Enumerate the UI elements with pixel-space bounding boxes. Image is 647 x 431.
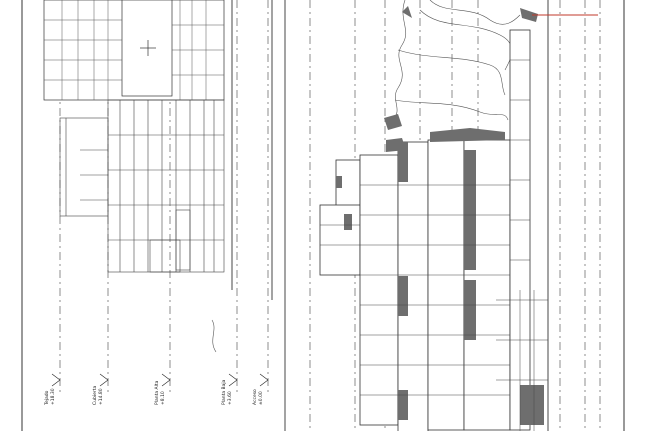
- level-label-planta-baja: Planta Baja +3.60: [221, 379, 233, 405]
- level-label-planta-alta: Planta Alta +8.10: [154, 380, 166, 405]
- level-value: +18.30: [50, 388, 56, 405]
- level-label-acceso: Acceso ±0.00: [252, 389, 264, 405]
- level-markers: [51, 373, 269, 387]
- terrain-outline: [211, 0, 521, 353]
- curtain-wall-grid: [44, 0, 224, 100]
- level-lines: [59, 0, 601, 431]
- level-name: Planta Alta: [154, 380, 160, 405]
- sheet-border: [21, 0, 625, 431]
- building-outline: [319, 29, 531, 431]
- level-name: Tejado: [44, 390, 50, 406]
- level-name: Cubierta: [92, 386, 98, 405]
- left-balcony: [59, 117, 191, 273]
- level-label-cubierta: Cubierta +14.80: [92, 386, 104, 405]
- level-name: Acceso: [252, 389, 258, 405]
- level-value: +3.60: [227, 391, 233, 405]
- level-value: ±0.00: [258, 391, 264, 405]
- building-floor-lines: [320, 59, 548, 431]
- building-shading: [336, 128, 544, 425]
- level-name: Planta Baja: [221, 379, 227, 405]
- terrain-shading: [384, 6, 538, 130]
- level-label-tejado: Tejado +18.30: [44, 388, 56, 406]
- level-value: +8.10: [160, 391, 166, 405]
- level-value: +14.80: [98, 388, 104, 405]
- lower-facade-grid: [107, 99, 225, 273]
- solid-long-lines: [231, 0, 549, 431]
